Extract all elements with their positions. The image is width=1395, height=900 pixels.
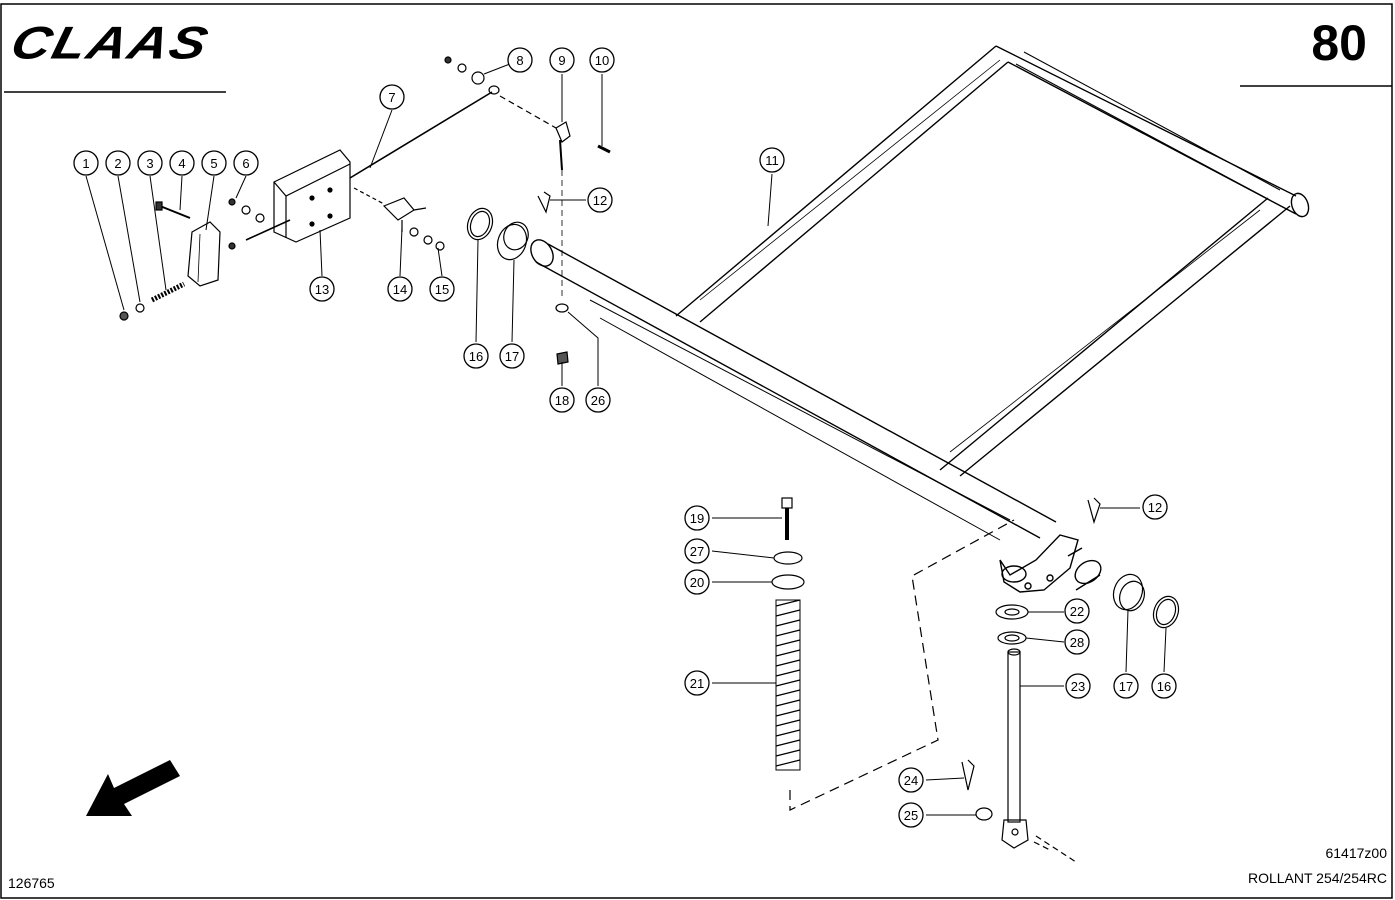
- brand-logo: CLAAS: [5, 17, 215, 69]
- callout-16: 16: [463, 343, 489, 369]
- callout-label: 4: [178, 156, 185, 171]
- callout-label: 2: [114, 156, 121, 171]
- callout-label: 17: [505, 349, 519, 364]
- callout-label: 28: [1070, 635, 1084, 650]
- callout-26: 26: [585, 387, 611, 413]
- callout-7: 7: [379, 84, 405, 110]
- callout-label: 12: [1148, 500, 1162, 515]
- callout-25: 25: [898, 802, 924, 828]
- callout-20: 20: [684, 569, 710, 595]
- page-number: 80: [1311, 15, 1367, 71]
- callout-label: 25: [904, 808, 918, 823]
- callout-15: 15: [429, 276, 455, 302]
- callout-label: 1: [82, 156, 89, 171]
- callout-14: 14: [387, 276, 413, 302]
- callout-label: 13: [315, 282, 329, 297]
- drawing-code: 61417z00: [1325, 845, 1387, 861]
- callout-label: 16: [1157, 679, 1171, 694]
- callout-label: 8: [516, 53, 523, 68]
- callout-16: 16: [1151, 673, 1177, 699]
- callout-label: 19: [690, 511, 704, 526]
- callout-4: 4: [169, 150, 195, 176]
- callout-19: 19: [684, 505, 710, 531]
- parts-left: [119, 56, 611, 365]
- callout-label: 21: [690, 676, 704, 691]
- callout-label: 18: [555, 393, 569, 408]
- callout-1: 1: [73, 150, 99, 176]
- callout-8: 8: [507, 47, 533, 73]
- callout-label: 22: [1070, 604, 1084, 619]
- callout-label: 3: [146, 156, 153, 171]
- callout-24: 24: [898, 767, 924, 793]
- callout-label: 6: [242, 156, 249, 171]
- callout-10: 10: [589, 47, 615, 73]
- callout-label: 14: [393, 282, 407, 297]
- callout-label: 15: [435, 282, 449, 297]
- callout-label: 10: [595, 53, 609, 68]
- callout-28: 28: [1064, 629, 1090, 655]
- callout-18: 18: [549, 387, 575, 413]
- leader-lines: [85, 59, 1167, 816]
- callout-6: 6: [233, 150, 259, 176]
- callout-17: 17: [1113, 673, 1139, 699]
- callout-5: 5: [201, 150, 227, 176]
- callout-label: 9: [558, 53, 565, 68]
- direction-arrow: [86, 760, 180, 816]
- callout-13: 13: [309, 276, 335, 302]
- model-name: ROLLANT 254/254RC: [1247, 870, 1387, 886]
- callout-label: 27: [690, 544, 704, 559]
- callout-label: 5: [210, 156, 217, 171]
- callout-label: 16: [469, 349, 483, 364]
- callout-23: 23: [1065, 673, 1091, 699]
- frame-assembly: [530, 45, 1310, 593]
- callout-label: 26: [591, 393, 605, 408]
- parts-lower: [771, 497, 1180, 863]
- callout-label: 7: [388, 90, 395, 105]
- callout-label: 20: [690, 575, 704, 590]
- callout-22: 22: [1064, 598, 1090, 624]
- callout-label: 23: [1071, 679, 1085, 694]
- document-number: 126765: [8, 875, 55, 891]
- callout-label: 17: [1119, 679, 1133, 694]
- callout-9: 9: [549, 47, 575, 73]
- callout-label: 24: [904, 773, 918, 788]
- callout-12: 12: [587, 187, 613, 213]
- callout-12: 12: [1142, 494, 1168, 520]
- callout-label: 12: [593, 193, 607, 208]
- callout-3: 3: [137, 150, 163, 176]
- callout-11: 11: [759, 147, 785, 173]
- callout-21: 21: [684, 670, 710, 696]
- callout-label: 11: [765, 153, 779, 168]
- callout-27: 27: [684, 538, 710, 564]
- callout-17: 17: [499, 343, 525, 369]
- callout-2: 2: [105, 150, 131, 176]
